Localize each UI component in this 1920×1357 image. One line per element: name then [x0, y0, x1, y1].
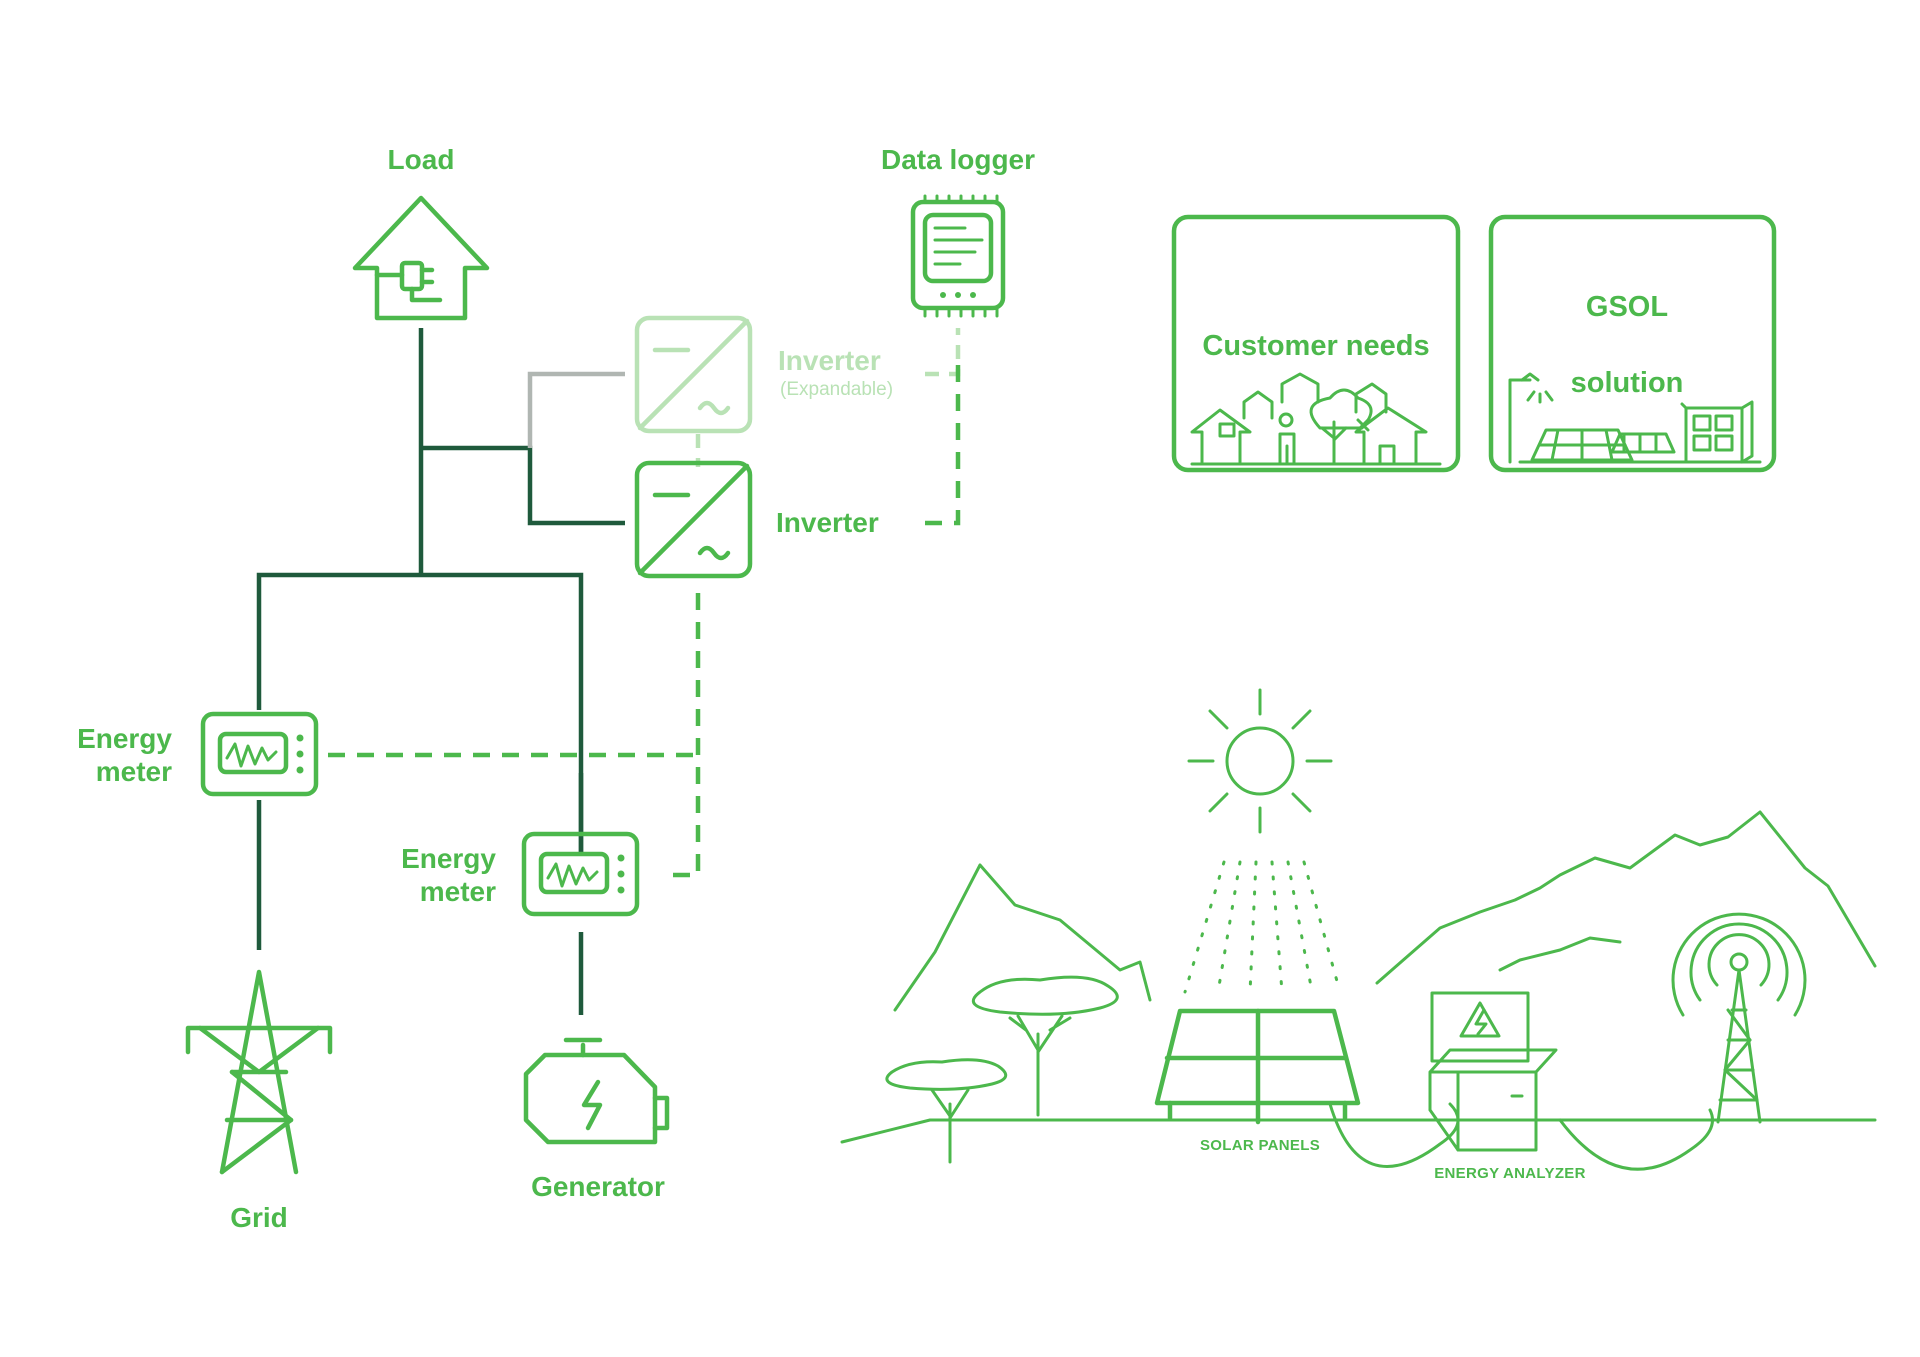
solar-panels-label: SOLAR PANELS [1200, 1137, 1320, 1154]
energy-analyzer-icon [1428, 991, 1558, 1152]
gsol-title: GSOL [1586, 291, 1668, 323]
sun-rays [1183, 860, 1342, 994]
energy-meter-icon [521, 831, 640, 917]
power-wires [256, 328, 625, 1015]
inverter-label: Inverter [776, 507, 879, 538]
energy-analyzer-label: ENERGY ANALYZER [1434, 1165, 1585, 1182]
generator-label: Generator [531, 1171, 665, 1202]
energy-meter-gen-label-1: Energy [401, 843, 496, 874]
customer-needs-card: Customer needs [1171, 214, 1461, 473]
cable [1328, 1102, 1714, 1171]
solar-panel-icon [1154, 1008, 1361, 1125]
pylon-icon [185, 969, 333, 1175]
energy-meter-gen-label-2: meter [420, 876, 496, 907]
data-wires [328, 328, 961, 878]
inverter-expandable-label: Inverter [778, 345, 881, 376]
energy-meter-grid-label-1: Energy [77, 723, 172, 754]
load-label: Load [388, 144, 455, 175]
village-icon [1190, 372, 1442, 466]
mountains-right [1375, 810, 1877, 985]
sun-icon [1187, 688, 1333, 834]
grid-label: Grid [230, 1202, 288, 1233]
house-plug-icon [352, 195, 490, 321]
cell-tower-icon [1671, 912, 1807, 1124]
gsol-subtitle: solution [1571, 367, 1684, 399]
expandable-note: (Expandable) [780, 379, 893, 400]
generator-icon [523, 1037, 670, 1145]
energy-meter-icon [200, 711, 319, 797]
solar-farm-icon [1508, 372, 1762, 464]
inverter-icon [634, 315, 753, 434]
data-logger-icon [910, 194, 1006, 318]
mountains-left [893, 863, 1152, 1012]
inverter-icon [634, 460, 753, 579]
energy-meter-grid-label-2: meter [96, 756, 172, 787]
ground-line [840, 1118, 1877, 1144]
gsol-solution-card: GSOL solution [1488, 214, 1777, 473]
acacia-trees [885, 975, 1119, 1164]
landscape-illustration: SOLAR PANELS ENERGY ANALYZER [840, 688, 1877, 1182]
customer-needs-title: Customer needs [1202, 330, 1429, 362]
data-logger-label: Data logger [881, 144, 1035, 175]
